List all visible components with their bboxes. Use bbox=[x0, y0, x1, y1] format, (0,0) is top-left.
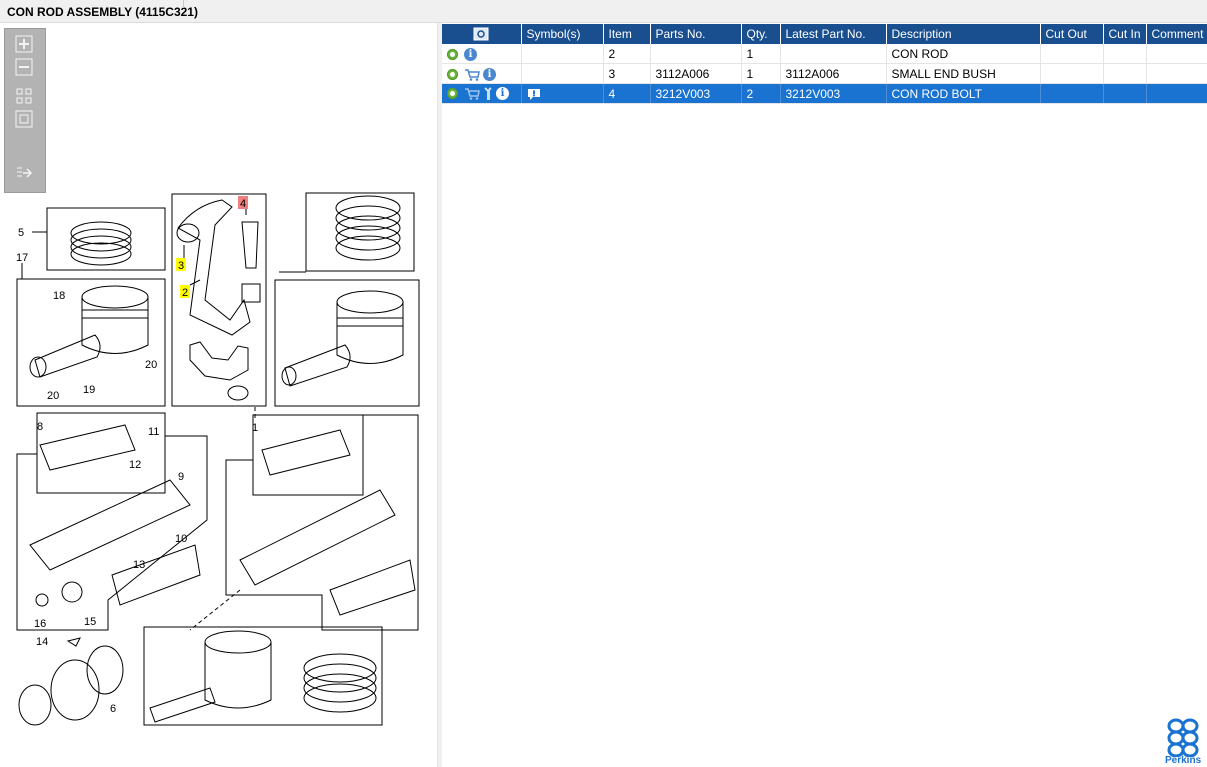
parts-no-cell: 3212V003 bbox=[650, 83, 742, 104]
description-cell: CON ROD bbox=[886, 44, 1041, 64]
preview-icon bbox=[473, 27, 489, 41]
table-row[interactable]: i 3 3112A006 1 3112A006 SMALL END BUSH bbox=[442, 63, 1207, 84]
info-icon[interactable]: i bbox=[496, 87, 509, 101]
column-header-qty[interactable]: Qty. bbox=[741, 24, 781, 44]
callout-10[interactable]: 10 bbox=[175, 533, 187, 545]
callout-11[interactable]: 11 bbox=[148, 426, 159, 438]
callout-19[interactable]: 19 bbox=[83, 384, 95, 396]
gear-icon[interactable] bbox=[447, 88, 458, 100]
qty-cell: 1 bbox=[741, 44, 781, 64]
cut-in-cell bbox=[1103, 83, 1147, 104]
description-cell: SMALL END BUSH bbox=[886, 63, 1041, 84]
column-header-symbols[interactable]: Symbol(s) bbox=[521, 24, 604, 44]
parts-grid: Symbol(s) Item Parts No. Qty. Latest Par… bbox=[442, 24, 1207, 104]
callout-1[interactable]: 1 bbox=[252, 422, 258, 434]
exploded-parts-diagram[interactable]: 5 17 18 20 19 20 3 2 4 1 8 11 12 9 13 10… bbox=[0, 180, 437, 744]
callout-16[interactable]: 16 bbox=[34, 618, 46, 630]
qty-cell: 2 bbox=[741, 83, 781, 104]
grid-header: Symbol(s) Item Parts No. Qty. Latest Par… bbox=[442, 24, 1207, 44]
comment-cell bbox=[1146, 63, 1207, 84]
export-icon[interactable] bbox=[15, 164, 33, 182]
callout-20b[interactable]: 20 bbox=[47, 390, 59, 402]
callout-5[interactable]: 5 bbox=[18, 227, 24, 239]
callout-12[interactable]: 12 bbox=[129, 459, 141, 471]
item-cell: 2 bbox=[603, 44, 651, 64]
parts-no-cell bbox=[650, 44, 742, 64]
zoom-in-icon[interactable] bbox=[15, 35, 33, 53]
comment-cell bbox=[1146, 44, 1207, 64]
latest-part-no-cell: 3212V003 bbox=[780, 83, 887, 104]
callout-4[interactable]: 4 bbox=[240, 198, 246, 210]
callout-3[interactable]: 3 bbox=[178, 260, 184, 272]
callout-20a[interactable]: 20 bbox=[145, 359, 157, 371]
cart-icon[interactable] bbox=[464, 68, 480, 81]
table-row[interactable]: i 2 1 CON ROD bbox=[442, 44, 1207, 64]
zoom-out-icon[interactable] bbox=[15, 58, 33, 76]
info-icon[interactable]: i bbox=[464, 47, 477, 61]
row-actions: i bbox=[442, 63, 522, 84]
cut-in-cell bbox=[1103, 44, 1147, 64]
tab-divider bbox=[183, 0, 184, 8]
actual-size-icon[interactable] bbox=[15, 110, 33, 128]
column-header-description[interactable]: Description bbox=[886, 24, 1041, 44]
gear-icon[interactable] bbox=[447, 48, 458, 60]
symbols-cell bbox=[521, 44, 604, 64]
cut-out-cell bbox=[1040, 63, 1104, 84]
table-row-selected[interactable]: i 4 3212V003 2 3212V003 CON ROD BOLT bbox=[442, 83, 1207, 104]
cart-icon[interactable] bbox=[464, 87, 480, 101]
callout-9[interactable]: 9 bbox=[178, 471, 184, 483]
comment-cell bbox=[1146, 83, 1207, 104]
row-actions: i bbox=[442, 83, 522, 104]
parts-no-cell: 3112A006 bbox=[650, 63, 742, 84]
callout-15[interactable]: 15 bbox=[84, 616, 96, 628]
symbols-cell bbox=[521, 83, 604, 104]
column-header-parts-no[interactable]: Parts No. bbox=[650, 24, 742, 44]
pane-splitter[interactable] bbox=[437, 23, 442, 767]
column-header-cut-out[interactable]: Cut Out bbox=[1040, 24, 1104, 44]
callout-18[interactable]: 18 bbox=[53, 290, 65, 302]
title-bar: CON ROD ASSEMBLY (4115C321) bbox=[0, 0, 1207, 23]
callout-14[interactable]: 14 bbox=[36, 636, 48, 648]
cut-out-cell bbox=[1040, 83, 1104, 104]
brand-name: Perkins bbox=[1165, 755, 1202, 766]
item-cell: 4 bbox=[603, 83, 651, 104]
qty-cell: 1 bbox=[741, 63, 781, 84]
zoom-toolbar bbox=[4, 28, 46, 193]
callout-2[interactable]: 2 bbox=[182, 287, 188, 299]
latest-part-no-cell bbox=[780, 44, 887, 64]
perkins-logo: Perkins bbox=[1162, 717, 1207, 767]
cut-in-cell bbox=[1103, 63, 1147, 84]
callout-8[interactable]: 8 bbox=[37, 421, 43, 433]
fit-all-icon[interactable] bbox=[15, 87, 33, 105]
description-cell: CON ROD BOLT bbox=[886, 83, 1041, 104]
column-header-cut-in[interactable]: Cut In bbox=[1103, 24, 1147, 44]
column-header-item[interactable]: Item bbox=[603, 24, 651, 44]
alert-bubble-icon[interactable] bbox=[527, 88, 541, 101]
row-actions: i bbox=[442, 44, 522, 64]
callout-17[interactable]: 17 bbox=[16, 252, 28, 264]
diagram-pane[interactable]: 5 17 18 20 19 20 3 2 4 1 8 11 12 9 13 10… bbox=[0, 23, 437, 767]
callout-13[interactable]: 13 bbox=[133, 559, 145, 571]
callout-6[interactable]: 6 bbox=[110, 703, 116, 715]
item-cell: 3 bbox=[603, 63, 651, 84]
info-icon[interactable]: i bbox=[483, 67, 496, 81]
column-header-tools[interactable] bbox=[442, 24, 522, 44]
symbols-cell bbox=[521, 63, 604, 84]
gear-icon[interactable] bbox=[447, 68, 458, 80]
page-title: CON ROD ASSEMBLY (4115C321) bbox=[7, 5, 198, 19]
column-header-latest-part-no[interactable]: Latest Part No. bbox=[780, 24, 887, 44]
latest-part-no-cell: 3112A006 bbox=[780, 63, 887, 84]
column-header-comment[interactable]: Comment bbox=[1146, 24, 1207, 44]
wrench-icon[interactable] bbox=[483, 87, 493, 101]
cut-out-cell bbox=[1040, 44, 1104, 64]
